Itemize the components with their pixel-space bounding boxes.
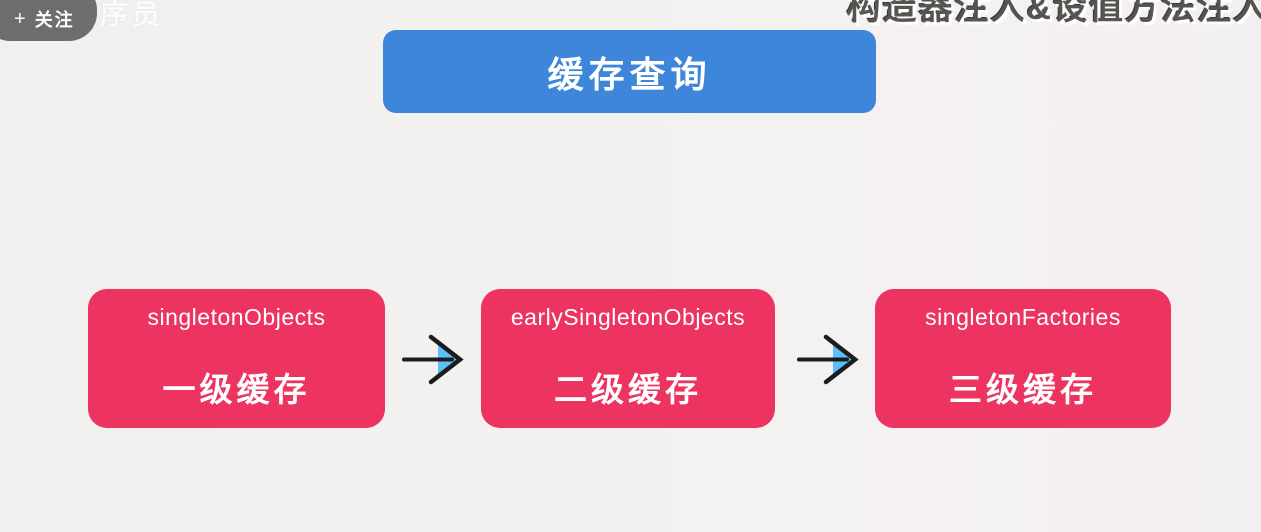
cache-query-label: 缓存查询 — [547, 53, 712, 95]
cache-level-label: 一级缓存 — [162, 371, 311, 408]
right-arrow-icon — [402, 334, 464, 385]
plus-icon: + — [14, 7, 26, 30]
map-name: earlySingletonObjects — [510, 304, 746, 330]
right-arrow-icon — [797, 334, 859, 385]
diagram-node-level3-cache: singletonFactories 三级缓存 — [875, 289, 1171, 428]
diagram-node-level2-cache: earlySingletonObjects 二级缓存 — [481, 289, 775, 428]
diagram-node-cache-query: 缓存查询 — [383, 30, 876, 113]
follow-button-label: 关注 — [34, 10, 75, 30]
cache-level-label: 二级缓存 — [554, 371, 702, 408]
cache-level-label: 三级缓存 — [949, 371, 1097, 408]
follow-button[interactable]: + 关注 — [0, 0, 97, 41]
clipped-video-title: 构造器注入&设值方法注入 — [846, 0, 1261, 27]
diagram-node-level1-cache: singletonObjects 一级缓存 — [88, 289, 385, 428]
map-name: singletonFactories — [925, 304, 1121, 330]
map-name: singletonObjects — [147, 304, 326, 330]
